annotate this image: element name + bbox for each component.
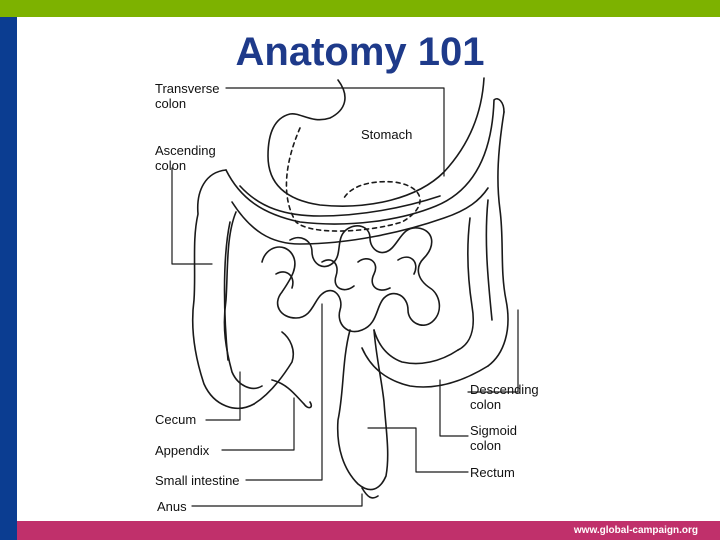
top-accent-bar: [0, 0, 720, 17]
leader-small-intestine: [245, 303, 323, 481]
slide-title: Anatomy 101: [235, 30, 485, 74]
label-appendix: Appendix: [155, 443, 210, 458]
appendix-shape: [271, 379, 313, 409]
leader-rectum: [367, 427, 469, 473]
cecum-shape: [253, 331, 295, 405]
anus-shape: [361, 487, 379, 499]
descending-colon-inner: [457, 217, 474, 351]
bottom-accent-bar: [17, 521, 720, 540]
ascending-colon-inner: [223, 211, 263, 390]
ascending-colon-midline: [223, 221, 231, 361]
label-transverse-colon: Transverse colon: [155, 81, 220, 111]
transverse-colon-inner: [239, 185, 441, 217]
descending-colon-outer: [487, 111, 509, 367]
label-rectum: Rectum: [470, 465, 515, 480]
leader-transverse-colon: [225, 87, 445, 177]
leader-sigmoid-colon: [439, 379, 469, 437]
sigmoid-colon-outer: [361, 347, 489, 388]
digestive-tract-diagram: Transverse colon Stomach Ascending colon…: [137, 76, 551, 518]
leader-anus: [191, 493, 363, 507]
leader-descending-colon: [467, 309, 519, 393]
label-sigmoid-colon: Sigmoid colon: [470, 423, 517, 453]
leader-ascending-colon: [171, 167, 213, 265]
transverse-colon-lower: [231, 187, 489, 245]
sigmoid-colon-inner: [373, 329, 459, 365]
stomach-shape: [267, 77, 485, 207]
label-descending-colon: Descending colon: [470, 382, 539, 412]
label-cecum: Cecum: [155, 412, 197, 427]
label-anus: Anus: [157, 499, 187, 514]
small-intestine-loops: [261, 225, 441, 333]
footer-url: www.global-campaign.org: [573, 525, 698, 536]
label-small-intestine: Small intestine: [155, 473, 240, 488]
left-accent-bar: [0, 17, 17, 540]
ascending-colon-outer: [191, 169, 255, 409]
descending-colon-midline: [485, 199, 493, 321]
label-ascending-colon: Ascending colon: [155, 143, 216, 173]
transverse-colon-upper: [225, 97, 505, 225]
small-intestine-loops-2: [275, 256, 417, 291]
rectum-shape: [336, 329, 389, 491]
leader-appendix: [221, 397, 295, 451]
diagram-drawing: [171, 77, 519, 507]
stomach-hidden-outline: [285, 127, 421, 232]
label-stomach: Stomach: [361, 127, 413, 142]
leader-cecum: [205, 371, 241, 421]
